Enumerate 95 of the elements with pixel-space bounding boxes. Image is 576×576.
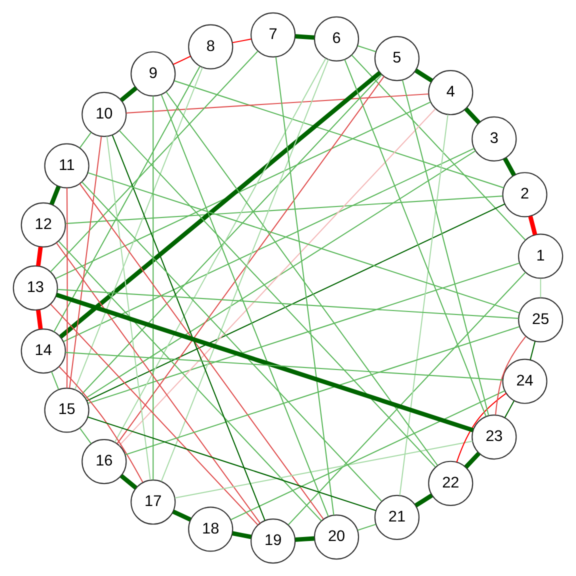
node-circle: 11 xyxy=(44,143,90,188)
connector xyxy=(232,531,252,540)
connector xyxy=(54,66,200,332)
node-circle: 20 xyxy=(314,514,360,560)
connector xyxy=(152,96,154,480)
connector xyxy=(540,278,542,298)
connector xyxy=(88,416,376,512)
connector xyxy=(358,524,376,531)
node-circle: 23 xyxy=(472,414,517,460)
connector xyxy=(125,326,520,456)
connector xyxy=(69,136,102,388)
node-circle: 7 xyxy=(250,12,296,58)
connector xyxy=(66,188,68,388)
connector xyxy=(414,68,434,83)
node-circle: 12 xyxy=(20,202,66,248)
connector xyxy=(456,392,507,462)
connector xyxy=(174,80,504,188)
node-circle: 15 xyxy=(44,388,90,433)
connector xyxy=(81,74,382,394)
connector xyxy=(120,86,138,102)
connector xyxy=(232,38,252,44)
node-circle: 22 xyxy=(428,460,474,506)
connector xyxy=(530,341,536,360)
connector xyxy=(63,148,474,342)
connector xyxy=(58,288,519,319)
connector xyxy=(275,56,334,516)
connector xyxy=(56,242,260,524)
connector xyxy=(464,452,480,469)
node-circle: 6 xyxy=(314,16,360,62)
connector xyxy=(399,114,448,496)
connector xyxy=(160,59,329,482)
node-circle: 8 xyxy=(188,24,234,70)
node-circle: 13 xyxy=(12,265,58,311)
node-circle: 4 xyxy=(428,70,474,116)
node-circle: 19 xyxy=(250,518,296,564)
connector xyxy=(126,93,428,114)
connector xyxy=(88,262,520,404)
node-circle: 16 xyxy=(82,439,127,484)
connector xyxy=(81,182,382,502)
connector xyxy=(504,400,514,418)
node-circle: 10 xyxy=(82,92,127,137)
connector xyxy=(172,510,192,522)
connector xyxy=(502,157,516,176)
connector xyxy=(56,102,431,279)
connector xyxy=(36,310,43,330)
connector xyxy=(51,372,60,390)
connector xyxy=(174,440,473,498)
connector xyxy=(351,54,526,240)
connector xyxy=(464,107,481,124)
connector xyxy=(79,132,92,148)
node-circle: 24 xyxy=(502,358,548,404)
connector xyxy=(79,183,324,520)
connector xyxy=(295,536,314,542)
node-circle: 2 xyxy=(502,172,548,218)
connector xyxy=(528,216,538,236)
node-circle: 18 xyxy=(188,506,234,552)
connector xyxy=(114,58,326,443)
connector xyxy=(58,240,322,522)
connector xyxy=(495,336,526,415)
node-circle: 14 xyxy=(20,328,66,374)
connector xyxy=(86,204,506,402)
connector xyxy=(402,80,490,416)
node-circle: 17 xyxy=(130,480,176,525)
connector xyxy=(358,45,376,52)
connector xyxy=(65,196,503,224)
node-circle: 25 xyxy=(518,297,564,342)
connector xyxy=(65,352,503,380)
connector xyxy=(58,366,144,482)
connector xyxy=(50,186,61,205)
node-circle: 21 xyxy=(374,494,420,540)
connector xyxy=(59,70,382,338)
connector xyxy=(79,428,92,444)
node-circle: 1 xyxy=(518,234,564,279)
connector xyxy=(344,59,487,417)
connector xyxy=(50,304,258,526)
connector xyxy=(112,135,266,521)
connector xyxy=(295,34,314,40)
connector xyxy=(88,172,520,314)
connector xyxy=(120,474,138,490)
connector xyxy=(50,50,258,272)
connector xyxy=(288,272,526,526)
connector xyxy=(166,91,438,466)
connector xyxy=(36,246,43,266)
connector xyxy=(230,390,506,520)
connector xyxy=(74,67,203,390)
connector xyxy=(160,94,329,517)
node-circle: 5 xyxy=(374,36,420,82)
connector xyxy=(173,56,191,65)
node-circle: 9 xyxy=(130,51,176,96)
node-circle: 3 xyxy=(472,116,517,162)
connector xyxy=(106,136,151,480)
connector xyxy=(85,150,476,399)
connector xyxy=(414,494,433,508)
connector xyxy=(56,292,474,432)
connector xyxy=(116,76,384,444)
